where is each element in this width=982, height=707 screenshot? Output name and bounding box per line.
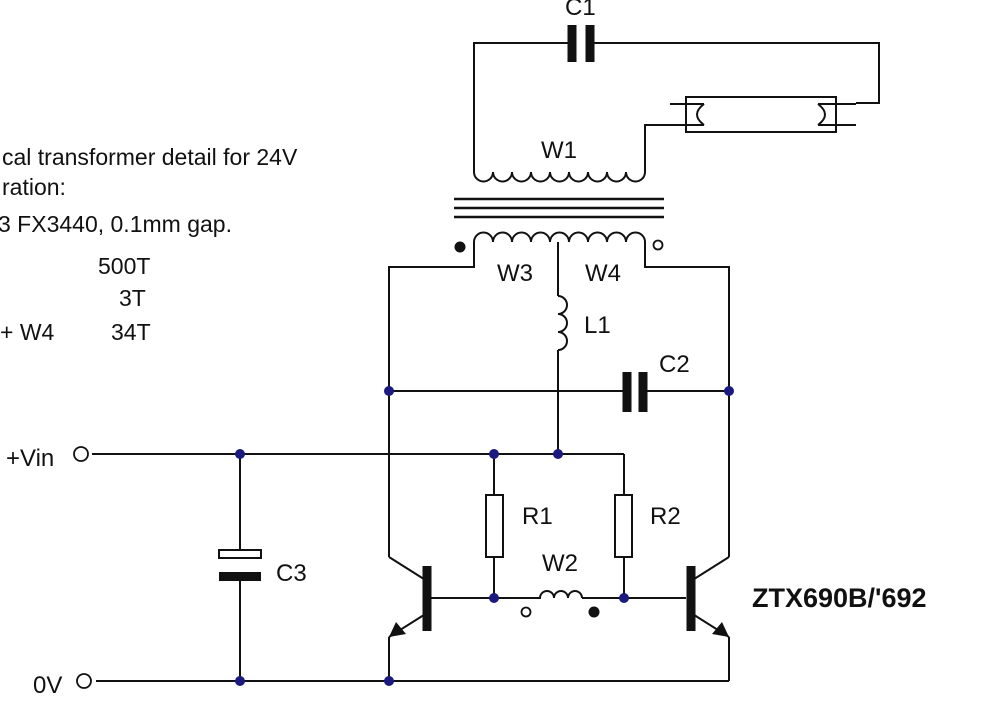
vin-terminal [73,446,89,462]
spec-note-line-1: cal transformer detail for 24V [2,144,298,170]
r1-resistor: R1 [485,494,553,558]
r1-label: R1 [522,503,553,530]
wiring [92,242,730,682]
left-transistor-collector [388,556,428,582]
left-collector-wire [388,250,475,557]
w1-label: W1 [541,137,577,164]
zero-v-terminal [76,673,92,689]
c3-label: C3 [276,560,307,587]
right-collector-wire [644,250,730,557]
vin-label: +Vin [6,445,54,472]
w2-winding: W2 [520,550,600,618]
r1-body [485,494,504,558]
lamp-filament-right [817,103,826,126]
w2-polarity-dot [588,606,600,618]
spec-note-line-3: 3 FX3440, 0.1mm gap. [0,211,232,237]
c1-left-wire [473,42,568,165]
c3-plate-bottom [219,572,261,581]
spec-row-1-value: 500T [98,253,150,279]
junction-r1-base [489,593,499,603]
c2-label: C2 [659,351,690,378]
supply-terminals: +Vin 0V [6,445,92,699]
zero-v-label: 0V [33,672,62,699]
r2-body [614,494,633,558]
spec-row-2-value: 3T [119,285,146,311]
lamp-filament-left [696,103,705,126]
junction-vin-l1 [553,449,563,459]
left-transistor [388,556,432,681]
w1-winding [473,165,646,183]
l1-inductor: L1 [557,295,611,351]
lamp-feed-wire [644,124,686,165]
right-transistor-emitter-arrow [712,622,729,637]
junctions [235,386,734,686]
junction-left-c2 [384,386,394,396]
spec-row-3-label: + W4 [0,319,55,345]
junction-ground-c3 [235,676,245,686]
w3-polarity-dot [454,241,466,253]
c3-plate-top [218,549,262,559]
spec-row-3-value: 34T [111,319,151,345]
w2-label: W2 [542,550,578,577]
left-transistor-emitter-arrow [389,622,406,637]
c3-capacitor: C3 [218,549,307,587]
c1-capacitor: C1 [473,0,880,165]
c2-capacitor: C2 [622,351,690,412]
fluorescent-lamp [644,96,856,165]
r2-label: R2 [650,503,681,530]
w2-coil [536,590,583,599]
transformer: W1 W3 W4 [454,137,664,287]
junction-r2-base [619,593,629,603]
r2-resistor: R2 [614,494,681,558]
spec-note-line-2: ration: [2,174,66,200]
w2-polarity-open-dot [520,606,532,618]
l1-coil [557,295,568,351]
junction-vin-r1 [489,449,499,459]
w4-label: W4 [585,260,621,287]
w3-label: W3 [497,260,533,287]
c1-right-wire [594,42,880,104]
junction-right-c2 [724,386,734,396]
l1-label: L1 [584,312,611,339]
transistor-part-label: ZTX690B/'692 [752,583,927,613]
transformer-spec-note: cal transformer detail for 24V ration: 3… [0,144,298,345]
right-transistor: ZTX690B/'692 [686,556,927,681]
junction-vin-c3 [235,449,245,459]
right-transistor-collector [690,556,730,582]
lamp-tube [685,96,837,133]
junction-ground-left [384,676,394,686]
w4-polarity-dot [652,239,664,251]
w3-w4-winding [473,231,646,250]
c1-label: C1 [565,0,596,21]
